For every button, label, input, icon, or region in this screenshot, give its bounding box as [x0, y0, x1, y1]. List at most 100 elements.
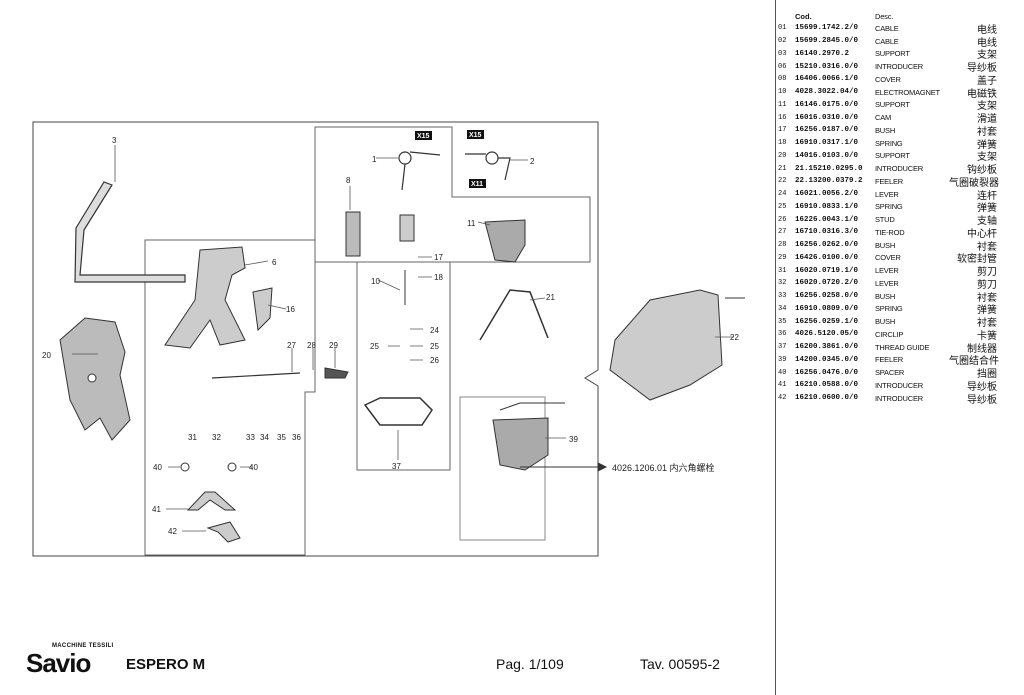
part-description-cn: 支架	[977, 50, 997, 62]
part-1-cable	[398, 151, 441, 191]
row-number: 28	[778, 241, 787, 250]
part-code: 16016.0310.0/0	[795, 113, 859, 122]
part-21-introducer	[479, 289, 549, 341]
part-label: 3	[112, 136, 117, 145]
row-number: 20	[778, 151, 787, 160]
part-code: 4028.3022.04/0	[795, 88, 859, 97]
part-description-cn: 支轴	[977, 216, 997, 228]
part-description-cn: 连杆	[977, 190, 997, 202]
part-code: 16406.0066.1/0	[795, 75, 859, 84]
part-label: 25	[370, 342, 379, 351]
part-37-thread-guide	[363, 397, 433, 426]
part-description-cn: 衬套	[977, 318, 997, 330]
part-description-cn: 钩纱板	[967, 165, 997, 177]
part-description: BUSH	[875, 291, 896, 301]
row-number: 18	[778, 139, 787, 148]
part-code: 16210.0588.0/0	[795, 381, 859, 390]
part-description: CIRCLIP	[875, 329, 904, 339]
part-description: BUSH	[875, 240, 896, 250]
model-name: ESPERO M	[126, 656, 206, 673]
part-description: INTRODUCER	[875, 393, 923, 403]
part-27-tie-rod	[211, 372, 301, 379]
part-22-feeler	[609, 289, 745, 401]
part-label: 42	[168, 527, 177, 536]
part-code: 16426.0100.0/0	[795, 253, 859, 262]
part-description: TIE-ROD	[875, 227, 905, 237]
part-label: 40	[249, 463, 258, 472]
part-code: 16020.0719.1/0	[795, 266, 859, 275]
part-10-electromagnet	[399, 214, 415, 305]
row-number: 39	[778, 355, 787, 364]
part-description: SUPPORT	[875, 49, 910, 59]
row-number: 16	[778, 113, 787, 122]
part-label: 26	[430, 356, 439, 365]
row-number: 24	[778, 190, 787, 199]
part-description: INTRODUCER	[875, 164, 923, 174]
part-description: INTRODUCER	[875, 62, 923, 72]
part-40-spacers	[180, 462, 237, 472]
leader-lines	[72, 145, 734, 532]
part-description: FEELER	[875, 176, 903, 186]
part-label: 6	[272, 258, 277, 267]
part-11-support	[484, 219, 526, 263]
row-number: 03	[778, 49, 787, 58]
part-code: 14200.0345.0/0	[795, 355, 859, 364]
part-code: 16910.0809.0/0	[795, 304, 859, 313]
page-number: Pag. 1/109	[496, 656, 564, 672]
part-description-cn: 气圈破裂器	[949, 177, 999, 189]
parts-table-header: Cod. Desc.	[778, 10, 1018, 22]
part-41-introducer	[186, 491, 237, 511]
tag-label: X11	[471, 181, 483, 188]
part-label: 20	[42, 351, 51, 360]
part-label: 33	[246, 433, 255, 442]
part-description-cn: 挡圈	[977, 369, 997, 381]
part-description-cn: 导纱板	[967, 381, 997, 393]
part-code: 16226.0043.1/0	[795, 215, 859, 224]
part-label: 40	[153, 463, 162, 472]
part-description-cn: 气圈结合件	[949, 356, 999, 368]
part-description: CAM	[875, 113, 892, 123]
row-number: 01	[778, 24, 787, 33]
part-description: THREAD GUIDE	[875, 342, 930, 352]
part-code: 21.15210.0295.0	[795, 164, 863, 173]
inner-frame-right	[459, 396, 546, 541]
tag-label: X15	[469, 132, 482, 139]
row-number: 02	[778, 37, 787, 46]
part-label: 18	[434, 273, 443, 282]
part-description-cn: 软密封管	[957, 254, 997, 266]
part-label: 2	[530, 157, 535, 166]
part-code: 14016.0103.0/0	[795, 151, 859, 160]
row-number: 17	[778, 126, 787, 135]
header-code: Cod.	[795, 11, 812, 21]
part-description: SUPPORT	[875, 151, 910, 161]
row-number: 08	[778, 75, 787, 84]
part-code: 16256.0262.0/0	[795, 241, 859, 250]
screw-arrow	[520, 462, 608, 472]
page-footer: MACCHINE TESSILI Savio ESPERO M Pag. 1/1…	[0, 640, 770, 680]
tag-markers	[415, 130, 486, 188]
part-description: BUSH	[875, 125, 896, 135]
part-description: ELECTROMAGNET	[875, 87, 940, 97]
row-number: 36	[778, 330, 787, 339]
part-description: SPACER	[875, 368, 905, 378]
row-number: 32	[778, 279, 787, 288]
part-code: 16256.0258.0/0	[795, 292, 859, 301]
part-code: 16256.0187.0/0	[795, 126, 859, 135]
part-label: 37	[392, 462, 401, 471]
part-29-cover	[324, 367, 349, 379]
diagram-frame	[32, 121, 599, 557]
part-label: 16	[286, 305, 295, 314]
part-label: 1	[372, 155, 377, 164]
row-number: 27	[778, 228, 787, 237]
